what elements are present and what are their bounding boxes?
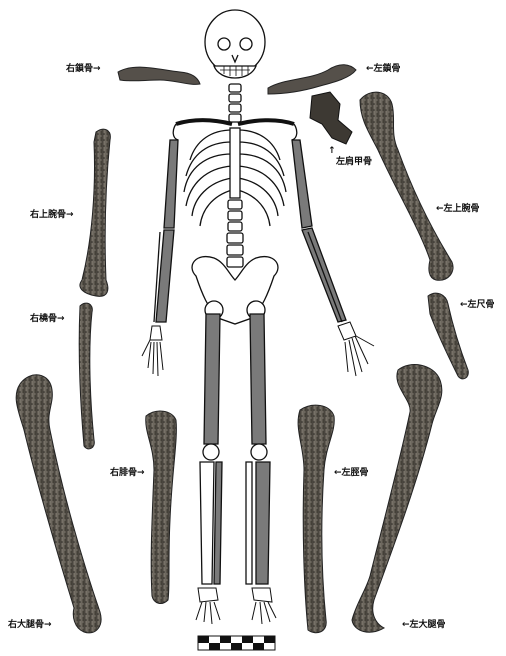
- right-fibula-fragment: [146, 411, 177, 603]
- left-femur-fragment: [352, 365, 442, 633]
- label-right-femur: 右大腿骨→: [8, 620, 52, 631]
- scale-bar-segment: [242, 636, 253, 643]
- scale-bar: [198, 636, 275, 650]
- left-scapula-fragment: [310, 92, 352, 144]
- skeleton-right-hand: [142, 326, 163, 376]
- scale-bar-segment: [198, 636, 209, 643]
- scale-bar-segment: [231, 643, 242, 650]
- left-clavicle-fragment: [268, 65, 356, 94]
- label-left-tibia: ←左脛骨: [334, 468, 369, 479]
- label-left-humerus: ←左上腕骨: [436, 204, 480, 215]
- skeleton-feet: [196, 588, 276, 624]
- label-left-ulna: ←左尺骨: [460, 300, 495, 311]
- skeleton-left-tibia: [256, 462, 270, 584]
- right-clavicle-fragment: [118, 67, 200, 84]
- skeleton-left-femur: [250, 314, 266, 444]
- label-left-clavicle: ←左鎖骨: [366, 64, 401, 75]
- left-humerus-fragment: [360, 92, 453, 280]
- label-left-scapula: ↑ 左肩甲骨: [326, 146, 372, 168]
- skeleton-left-hand: [338, 322, 374, 376]
- skeleton-left-fibula: [246, 462, 252, 584]
- label-left-femur: ←左大腿骨: [402, 620, 446, 631]
- label-right-radius: 右橈骨→: [30, 314, 65, 325]
- skull: [205, 10, 265, 74]
- skeleton-right-femur: [204, 314, 220, 444]
- scale-bar-segment: [220, 636, 231, 643]
- skeleton-right-fibula: [214, 462, 222, 584]
- scale-bar-segment: [209, 643, 220, 650]
- label-right-clavicle: 右鎖骨→: [66, 64, 101, 75]
- left-tibia-fragment: [298, 405, 334, 633]
- skeleton-right-tibia: [200, 462, 214, 584]
- scale-bar-segment: [253, 643, 264, 650]
- scale-bar-segment: [264, 636, 275, 643]
- label-right-fibula: 右腓骨→: [110, 468, 145, 479]
- skeleton-right-humerus: [164, 140, 178, 228]
- right-radius-fragment: [79, 303, 94, 449]
- label-right-humerus: 右上腕骨→: [30, 210, 74, 221]
- jaw: [214, 66, 256, 78]
- skeleton-drawing: [142, 10, 374, 624]
- skeleton-left-humerus: [292, 140, 312, 228]
- right-humerus-fragment: [80, 129, 110, 296]
